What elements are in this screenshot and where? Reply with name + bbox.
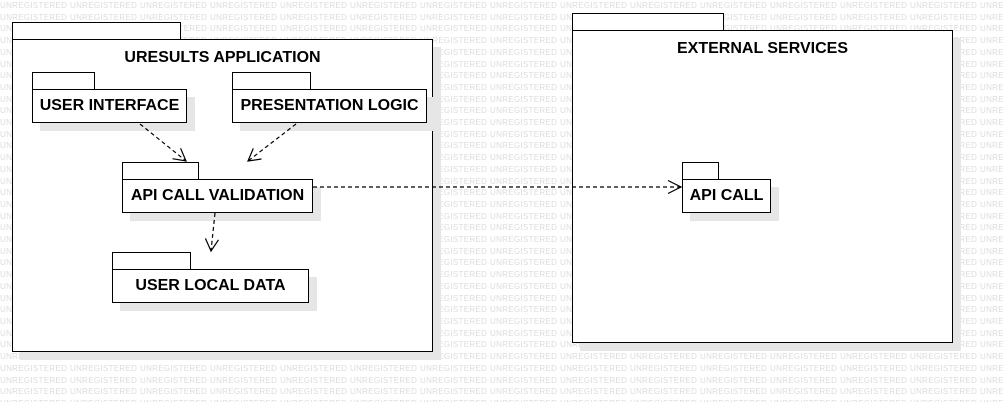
- package-label: API CALL VALIDATION: [130, 187, 305, 204]
- package-body: API CALL VALIDATION: [122, 179, 313, 213]
- package-label: PRESENTATION LOGIC: [240, 97, 419, 114]
- package-label: USER LOCAL DATA: [135, 277, 286, 294]
- package-body: API CALL: [682, 179, 771, 213]
- package-tab: [572, 13, 724, 31]
- dependency-user-interface-to-api-call-validation: [139, 123, 187, 162]
- package-body: USER INTERFACE: [32, 89, 187, 123]
- package-body: USER LOCAL DATA: [112, 269, 309, 303]
- package-tab: [32, 72, 95, 90]
- package-tab: [12, 22, 181, 40]
- package-label: API CALL: [689, 187, 764, 204]
- dependency-api-call-validation-to-user-local-data: [204, 212, 219, 253]
- dependency-api-call-validation-to-api-call: [313, 179, 683, 195]
- package-title: URESULTS APPLICATION: [124, 49, 321, 66]
- package-tab: [232, 72, 311, 90]
- package-tab: [122, 162, 199, 180]
- package-body: PRESENTATION LOGIC: [232, 89, 427, 123]
- package-label: USER INTERFACE: [39, 97, 180, 114]
- package-title: EXTERNAL SERVICES: [676, 40, 848, 57]
- package-tab: [682, 162, 719, 180]
- dependency-presentation-logic-to-api-call-validation: [247, 123, 297, 162]
- package-tab: [112, 252, 191, 270]
